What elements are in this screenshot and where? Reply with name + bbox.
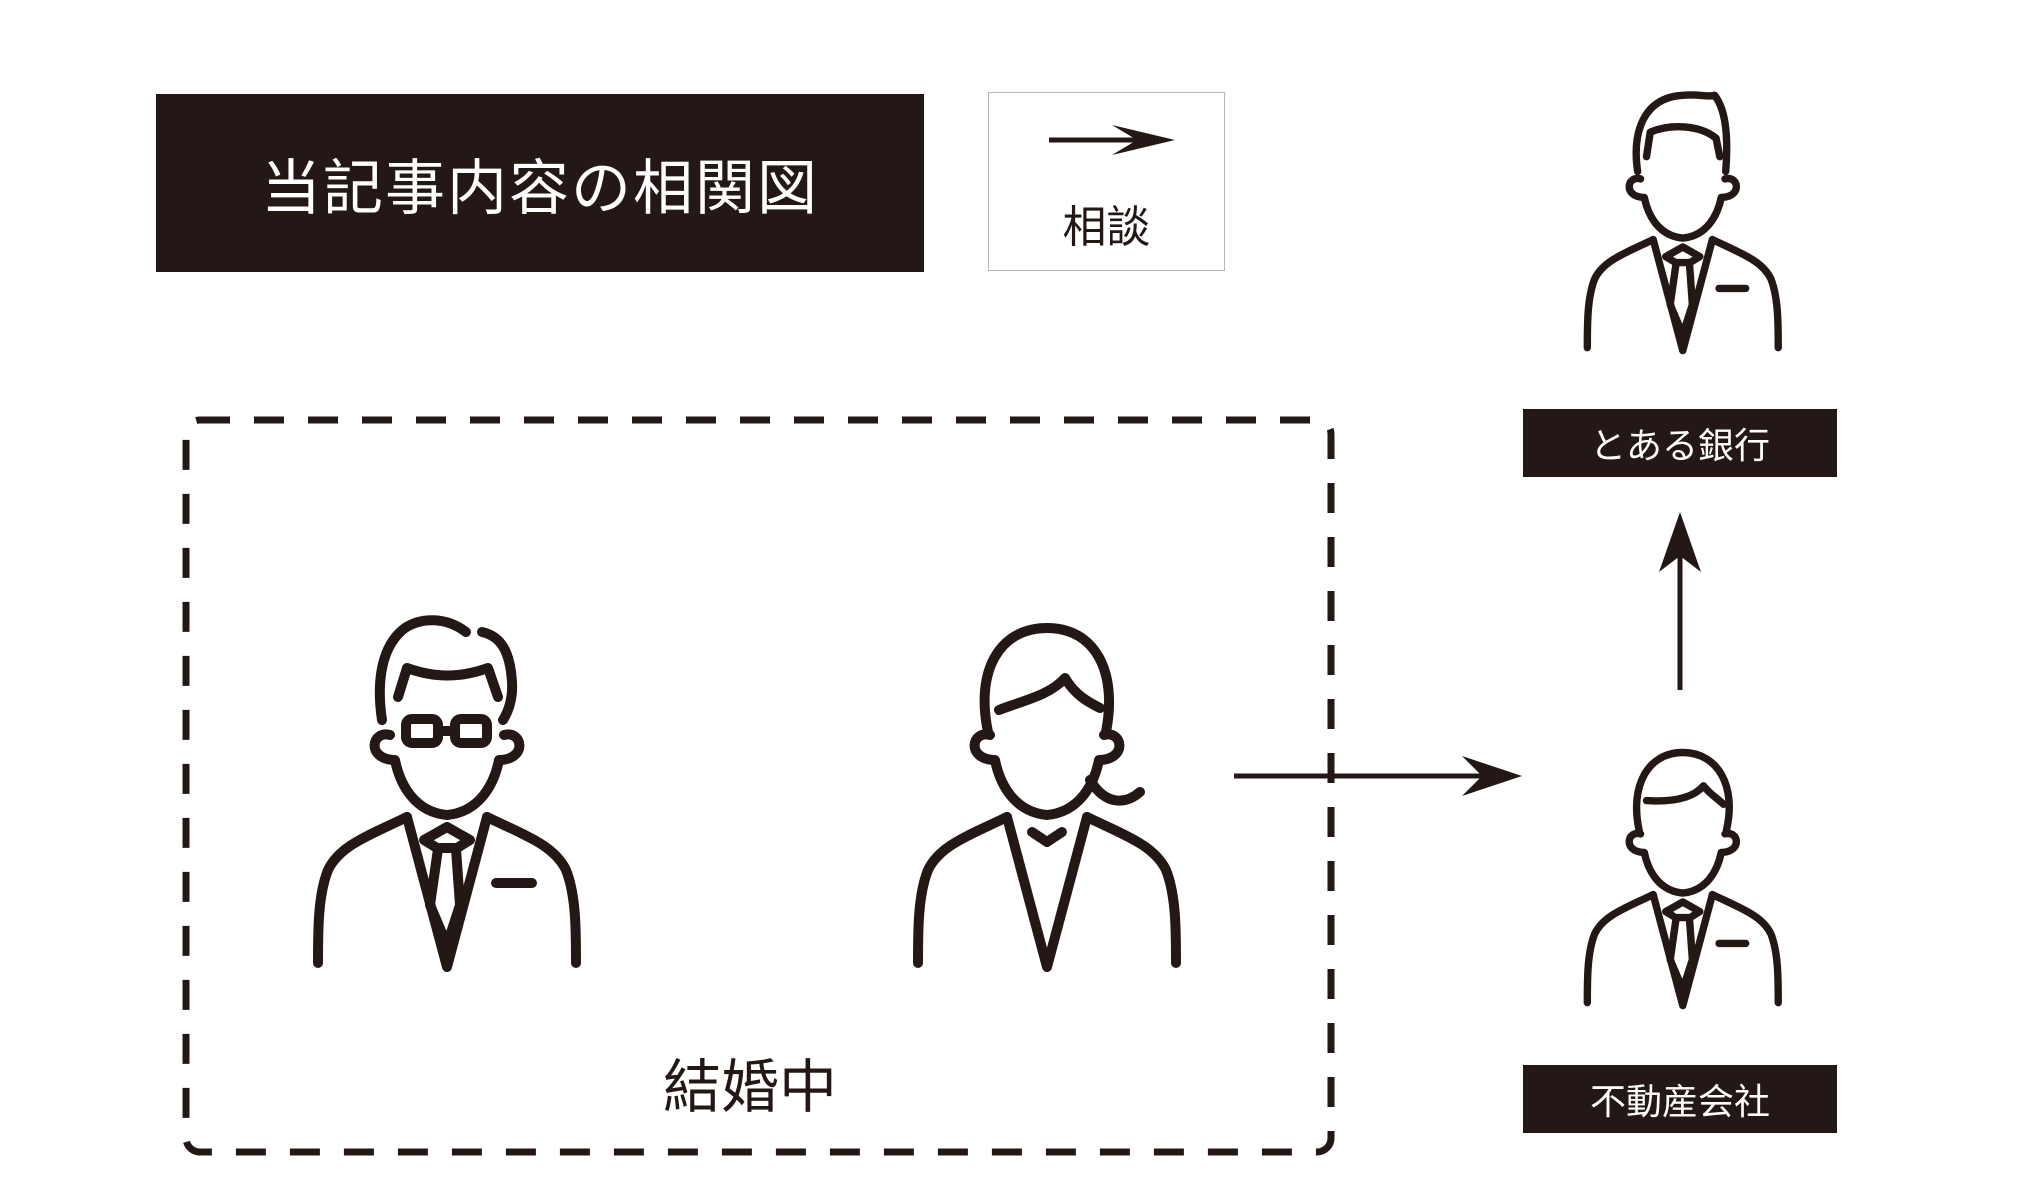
husband-icon [300,615,600,1000]
bank-staff-icon [1574,91,1796,375]
arrow-right-icon [1049,125,1175,155]
consult-arrow-to-real-estate [1234,756,1522,796]
wife-icon [900,623,1200,1000]
diagram-title: 当記事内容の相関図 [156,94,924,272]
married-label: 結婚中 [662,1053,837,1121]
real-estate-staff-icon [1574,748,1796,1030]
consult-arrow-to-bank [1659,512,1701,690]
legend: 相談 [988,92,1225,271]
bank-label: とある銀行 [1523,409,1837,477]
married-group-border [182,416,1335,1156]
legend-label: 相談 [1062,202,1151,253]
real-estate-label: 不動産会社 [1523,1065,1837,1133]
